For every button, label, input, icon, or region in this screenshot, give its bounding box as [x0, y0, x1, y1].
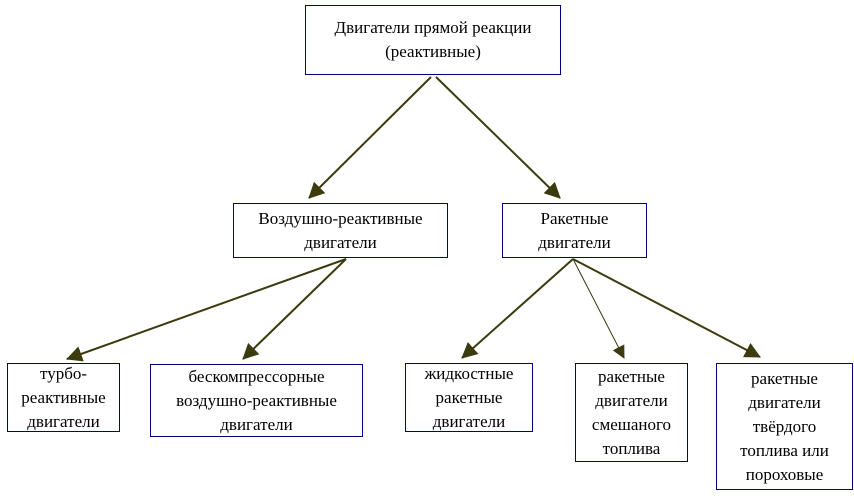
edge-air-turbo-arrow — [66, 258, 347, 362]
node-liquid-rocket-engines: жидкостные ракетные двигатели — [405, 363, 533, 432]
node-compressorless-air-breathing-engines-label: бескомпрессорные воздушно-реактивные дви… — [176, 366, 337, 434]
node-turbojet-engines: турбо- реактивные двигатели — [7, 363, 120, 432]
edge-rocket-mixed-arrow — [572, 258, 625, 359]
edge-root-rocket-arrow — [435, 76, 561, 199]
node-turbojet-engines-label: турбо- реактивные двигатели — [21, 363, 106, 431]
node-direct-reaction-engines: Двигатели прямой реакции (реактивные) — [305, 5, 561, 75]
node-air-breathing-jet-engines-label: Воздушно-реактивные двигатели — [258, 208, 423, 252]
node-mixed-fuel-rocket-engines: ракетные двигатели смешаного топлива — [575, 363, 688, 462]
node-direct-reaction-engines-label: Двигатели прямой реакции (реактивные) — [334, 18, 532, 61]
edge-air-compressorless-arrow — [242, 258, 347, 360]
node-liquid-rocket-engines-label: жидкостные ракетные двигатели — [424, 363, 514, 431]
node-solid-fuel-rocket-engines: ракетные двигатели твёрдого топлива или … — [716, 363, 853, 490]
node-rocket-engines: Ракетные двигатели — [502, 203, 647, 258]
edge-rocket-solid-arrow — [572, 258, 761, 358]
node-compressorless-air-breathing-engines: бескомпрессорные воздушно-реактивные дви… — [150, 364, 363, 437]
edge-root-air-arrow — [308, 76, 432, 199]
node-rocket-engines-label: Ракетные двигатели — [538, 208, 611, 252]
node-solid-fuel-rocket-engines-label: ракетные двигатели твёрдого топлива или … — [740, 368, 829, 484]
node-air-breathing-jet-engines: Воздушно-реактивные двигатели — [233, 203, 448, 258]
edge-rocket-liquid-arrow — [461, 258, 574, 359]
node-mixed-fuel-rocket-engines-label: ракетные двигатели смешаного топлива — [591, 366, 672, 458]
